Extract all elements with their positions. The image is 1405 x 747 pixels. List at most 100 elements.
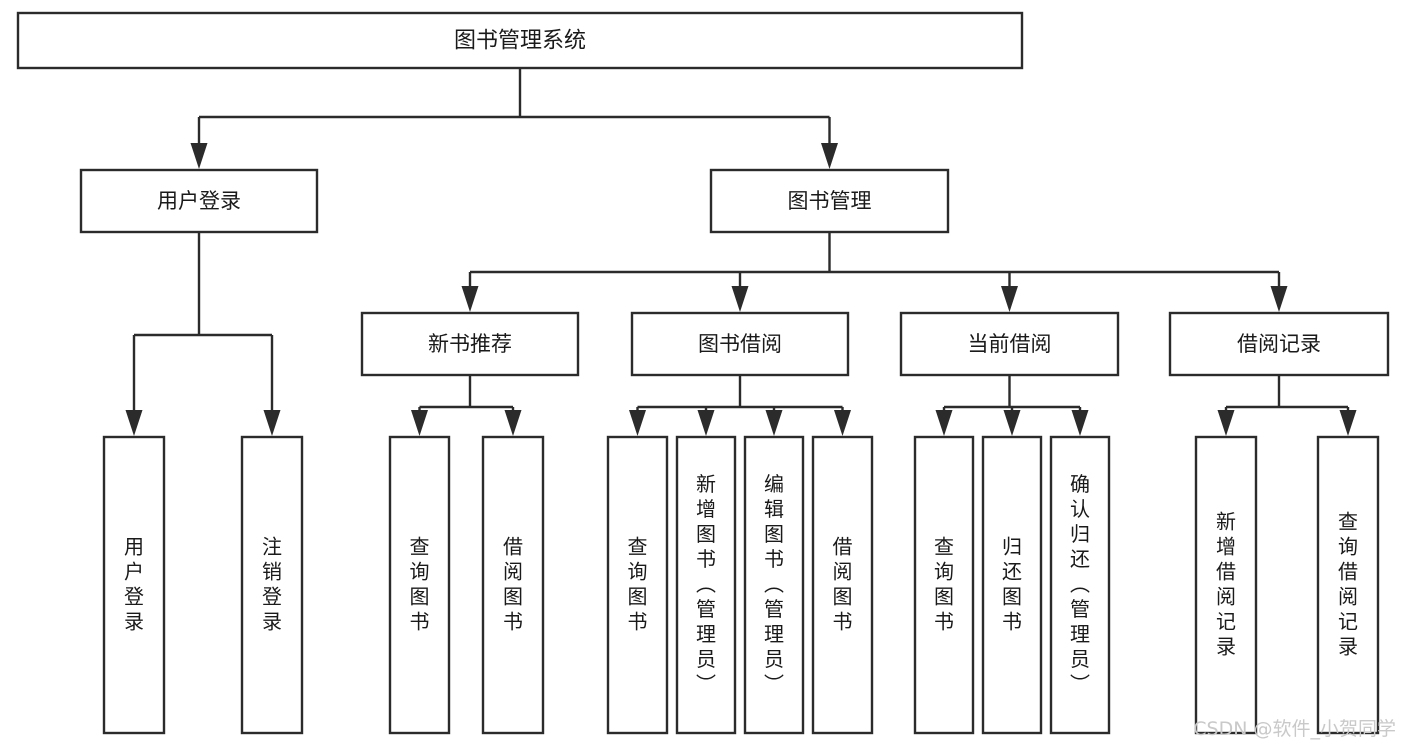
node-leaf-query-book-b[interactable]: 查询图书	[606, 435, 669, 735]
node-box-leaf-edit-book	[743, 435, 805, 735]
arrow-head-user_login	[190, 143, 208, 169]
label-char: 图	[696, 522, 716, 546]
label-char: 编	[764, 472, 784, 496]
label-char: 询	[934, 559, 954, 583]
arrow-head-book_manage	[821, 143, 838, 169]
label-char: 查	[934, 534, 954, 558]
label-char: 图	[410, 584, 430, 608]
label-char: 查	[410, 534, 430, 558]
label-char: 借	[1338, 559, 1358, 583]
node-leaf-borrow-book-b[interactable]: 借阅图书	[811, 435, 874, 735]
node-box-leaf-query-book-b	[606, 435, 669, 735]
arrow-head-leaf_query_book_c	[935, 410, 953, 436]
arrow-head-leaf_confirm_return	[1071, 410, 1089, 436]
label-char: 管	[764, 597, 784, 621]
arrow-head-leaf_return_book	[1003, 410, 1021, 436]
label-char: 管	[696, 597, 716, 621]
label-char: 理	[1070, 622, 1090, 646]
label-char: 录	[124, 609, 144, 633]
label-char: 阅	[503, 559, 523, 583]
node-leaf-add-record[interactable]: 新增借阅记录	[1194, 435, 1258, 735]
label-char: 理	[764, 622, 784, 646]
arrow-head-leaf_add_book	[697, 410, 715, 436]
node-box-leaf-add-book	[675, 435, 737, 735]
node-box-current-borrow	[899, 311, 1120, 377]
node-user-login[interactable]: 用户登录	[79, 168, 319, 234]
label-char: 辑	[764, 497, 784, 521]
node-leaf-edit-book[interactable]: 编辑图书︵管理员︶	[743, 435, 805, 735]
node-leaf-borrow-book-a[interactable]: 借阅图书	[481, 435, 545, 735]
node-label-leaf-return-book: 归还图书	[1002, 534, 1022, 633]
label-char: 图	[833, 584, 853, 608]
label-char: 图	[503, 584, 523, 608]
node-label-leaf-user-login: 用户登录	[124, 534, 144, 633]
node-label-leaf-edit-book: 编辑图书︵管理员︶	[764, 472, 784, 696]
label-char: 查	[1338, 509, 1358, 533]
node-leaf-user-login[interactable]: 用户登录	[102, 435, 166, 735]
label-char: 录	[1338, 634, 1358, 658]
label-char: 理	[696, 622, 716, 646]
label-char: 还	[1070, 547, 1090, 571]
label-char: 记	[1338, 609, 1358, 633]
node-box-leaf-borrow-book-b	[811, 435, 874, 735]
label-char: 户	[124, 559, 144, 583]
label-char: 书	[1002, 609, 1022, 633]
node-label-leaf-add-book: 新增图书︵管理员︶	[696, 472, 716, 696]
node-label-root: 图书管理系统	[454, 29, 586, 54]
arrow-head-leaf_user_login	[125, 410, 143, 436]
node-leaf-query-book-c[interactable]: 查询图书	[913, 435, 975, 735]
label-char: 书	[833, 609, 853, 633]
label-char: 记	[1216, 609, 1236, 633]
node-leaf-return-book[interactable]: 归还图书	[981, 435, 1043, 735]
node-current-borrow[interactable]: 当前借阅	[899, 311, 1120, 377]
node-layer: 图书管理系统用户登录图书管理新书推荐图书借阅当前借阅借阅记录用户登录注销登录查询…	[16, 11, 1390, 735]
watermark-label: CSDN @软件_小贺同学	[1193, 718, 1396, 740]
node-box-leaf-return-book	[981, 435, 1043, 735]
label-char: 员	[764, 647, 784, 671]
arrow-head-borrow_record	[1270, 286, 1288, 312]
arrow-head-book_borrow	[731, 286, 749, 312]
node-box-user-login	[79, 168, 319, 234]
node-box-leaf-query-record	[1316, 435, 1380, 735]
label-char: 认	[1070, 497, 1090, 521]
node-box-leaf-user-login	[102, 435, 166, 735]
label-char: 书	[628, 609, 648, 633]
node-leaf-query-record[interactable]: 查询借阅记录	[1316, 435, 1380, 735]
node-label-borrow-record: 借阅记录	[1237, 332, 1321, 356]
node-leaf-logout[interactable]: 注销登录	[240, 435, 304, 735]
label-char: 增	[696, 497, 716, 521]
node-label-leaf-query-book-a: 查询图书	[410, 534, 430, 633]
node-label-leaf-query-book-c: 查询图书	[934, 534, 954, 633]
node-book-borrow[interactable]: 图书借阅	[630, 311, 850, 377]
label-char: 书	[934, 609, 954, 633]
node-leaf-confirm-return[interactable]: 确认归还︵管理员︶	[1049, 435, 1111, 735]
label-char: 录	[1216, 634, 1236, 658]
arrow-head-leaf_borrow_book_b	[834, 410, 851, 436]
label-char: 借	[503, 534, 523, 558]
arrow-head-leaf_add_record	[1217, 410, 1235, 436]
node-new-book-rec[interactable]: 新书推荐	[360, 311, 580, 377]
node-box-root	[16, 11, 1024, 70]
label-char: 登	[124, 584, 144, 608]
node-leaf-query-book-a[interactable]: 查询图书	[388, 435, 451, 735]
label-char: 书	[503, 609, 523, 633]
node-root[interactable]: 图书管理系统	[16, 11, 1024, 70]
node-box-leaf-borrow-book-a	[481, 435, 545, 735]
node-book-manage[interactable]: 图书管理	[709, 168, 950, 234]
node-box-borrow-record	[1168, 311, 1390, 377]
node-borrow-record[interactable]: 借阅记录	[1168, 311, 1390, 377]
label-char: 新	[696, 472, 716, 496]
arrow-head-leaf_edit_book	[765, 410, 783, 436]
node-label-leaf-add-record: 新增借阅记录	[1216, 509, 1236, 658]
arrow-head-leaf_query_book_b	[629, 410, 646, 436]
label-char: 阅	[833, 559, 853, 583]
label-char: 书	[410, 609, 430, 633]
label-char: ︶	[764, 672, 784, 696]
node-label-leaf-borrow-book-b: 借阅图书	[833, 534, 853, 633]
arrow-head-leaf_logout	[263, 410, 281, 436]
label-char: 图	[628, 584, 648, 608]
node-leaf-add-book[interactable]: 新增图书︵管理员︶	[675, 435, 737, 735]
label-char: 书	[764, 547, 784, 571]
arrow-head-leaf_borrow_book_a	[504, 410, 522, 436]
